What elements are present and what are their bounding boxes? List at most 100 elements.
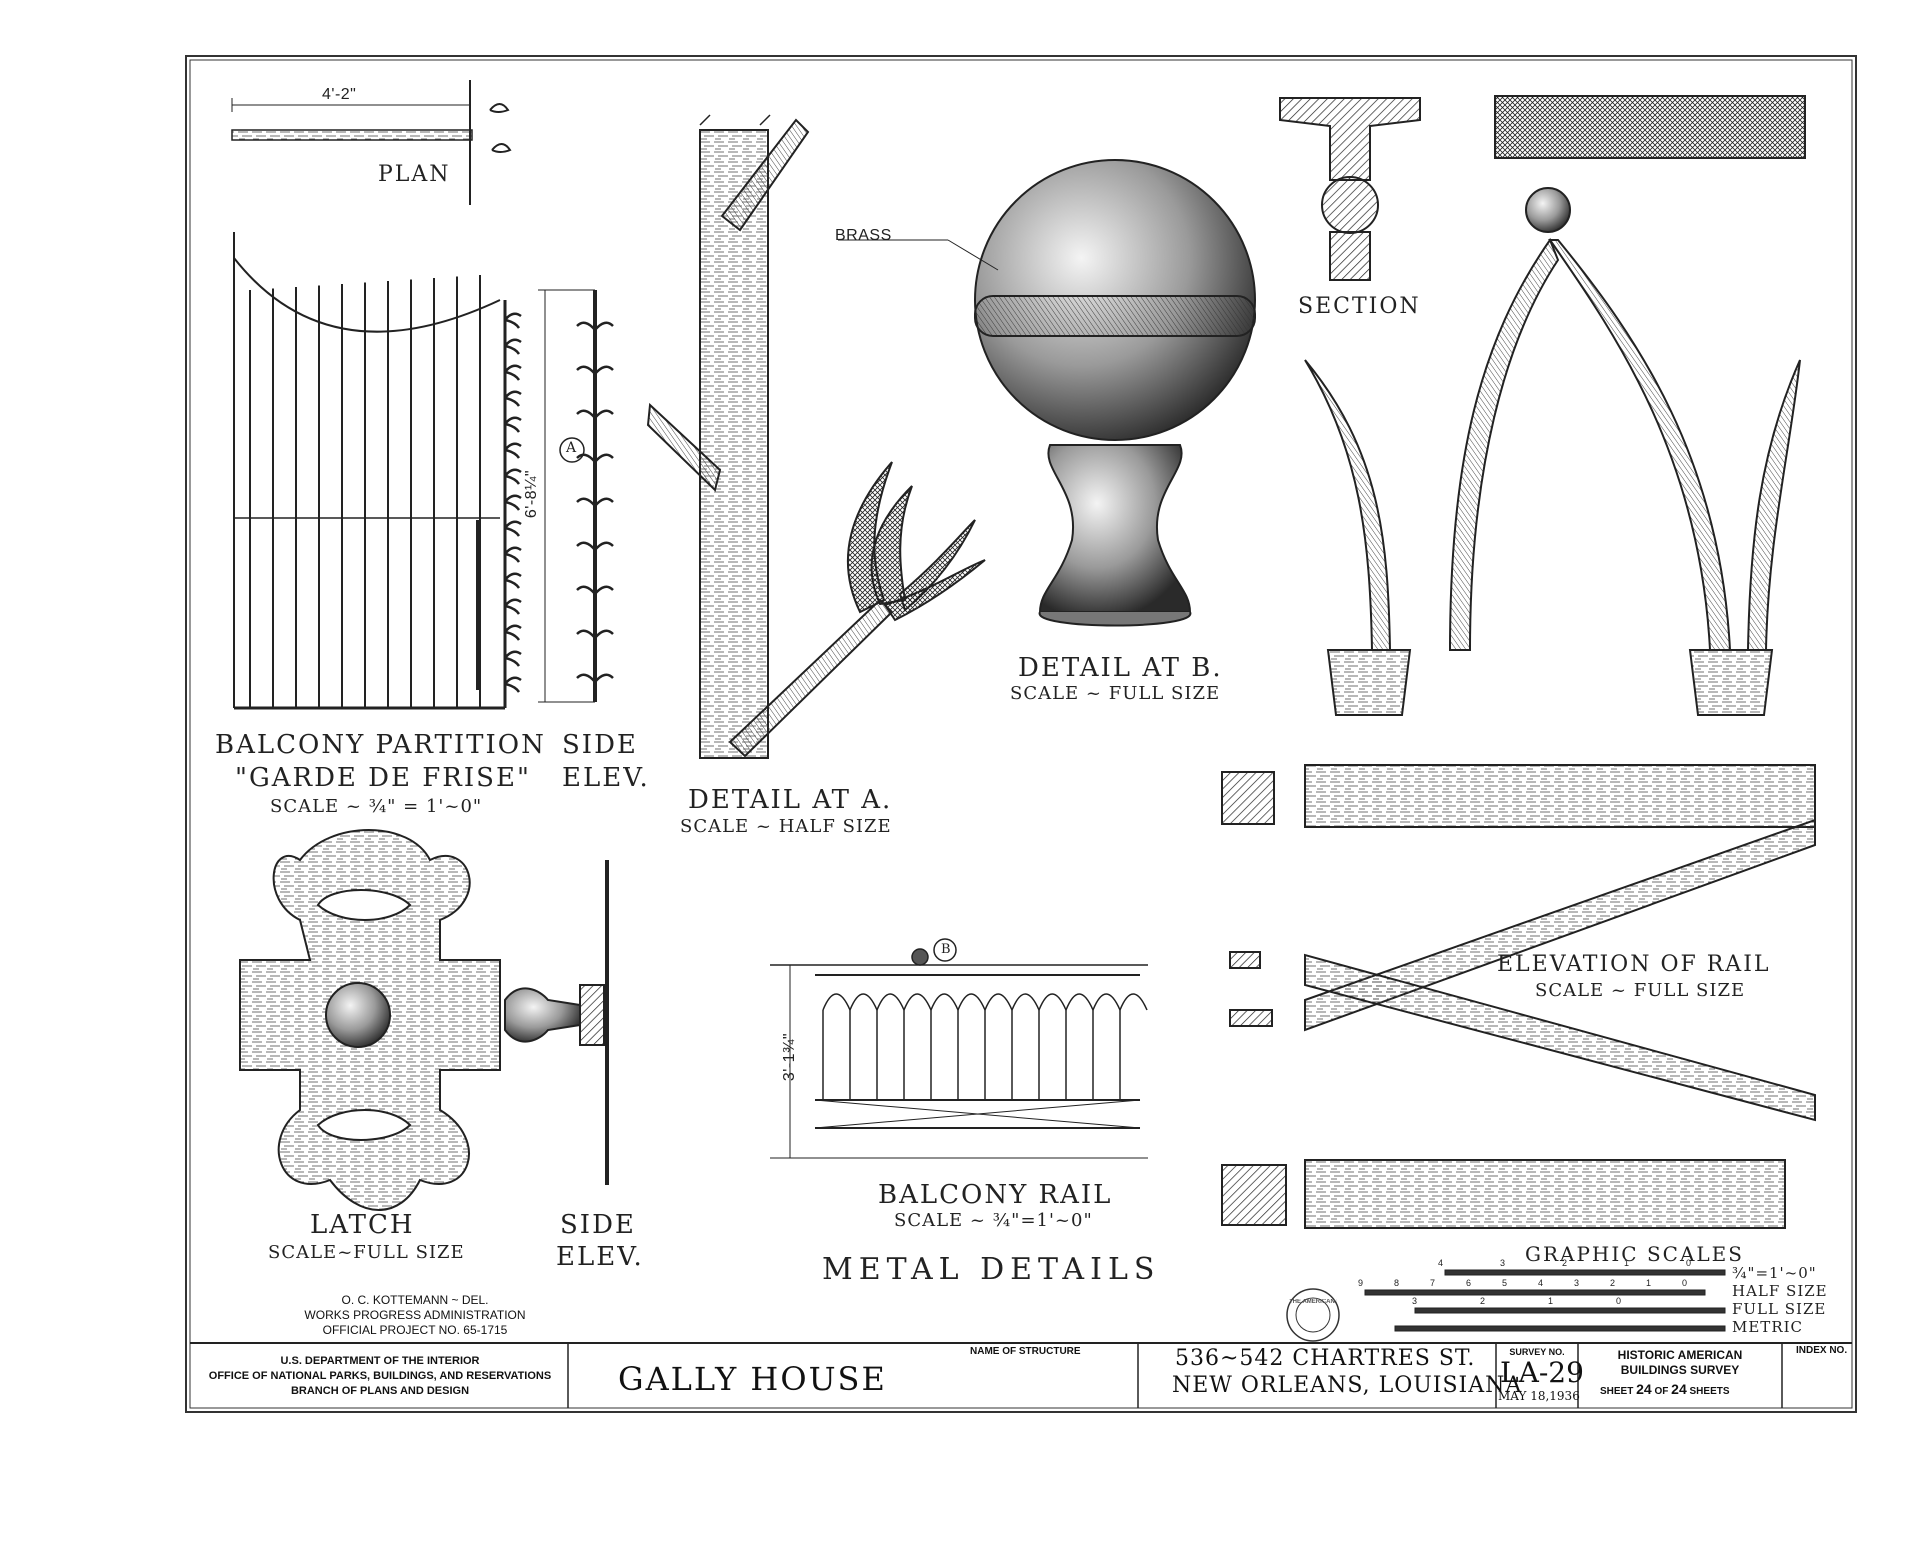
inner-border [189, 59, 1853, 1409]
dept-block: U.S. DEPARTMENT OF THE INTERIOR OFFICE O… [196, 1354, 564, 1399]
partition-spike [504, 442, 522, 459]
partition-spike [504, 624, 522, 641]
partition-spike [504, 416, 522, 433]
detail-a-scale: SCALE ~ HALF SIZE [680, 816, 892, 837]
rail-arch [876, 993, 905, 1011]
rail-arch [1119, 993, 1148, 1011]
side-spike [576, 409, 614, 419]
detail-a-title: DETAIL AT A. [688, 785, 893, 815]
side-spike [576, 629, 614, 639]
partition-spike [504, 390, 522, 407]
rail-arch [1011, 993, 1040, 1011]
elevation-rail-scale: SCALE ~ FULL SIZE [1535, 980, 1746, 1001]
side-elev-title-2: ELEV. [562, 763, 650, 793]
graphic-scale-tick: 3 [1412, 1296, 1418, 1306]
credits-delineator: O. C. KOTTEMANN ~ DEL. [341, 1293, 489, 1307]
rail-arch [822, 993, 851, 1011]
latch-side-elev-1: SIDE [560, 1210, 636, 1240]
rail-balusters [822, 993, 1148, 1100]
rail-arch [1065, 993, 1094, 1011]
graphic-scale-tick: 4 [1538, 1278, 1544, 1288]
sheet-total: 24 [1671, 1381, 1687, 1397]
credits-wpa: WORKS PROGRESS ADMINISTRATION [304, 1308, 526, 1322]
side-elev-title-1: SIDE [562, 730, 638, 760]
partition-spike [504, 676, 522, 693]
dim-width: 4'-2" [322, 86, 357, 103]
graphic-scale-tick: 0 [1686, 1258, 1692, 1268]
marker-a: A [566, 440, 578, 456]
aia-seal [1286, 1288, 1340, 1342]
graphic-scale-full: FULL SIZE [1732, 1300, 1827, 1318]
outer-border [185, 55, 1857, 1413]
dept-line-3: BRANCH OF PLANS AND DESIGN [290, 1385, 470, 1397]
graphic-scale-34: ¾"=1'~0" [1732, 1264, 1817, 1282]
partition-scale: SCALE ~ ¾" = 1'~0" [270, 796, 483, 817]
rail-arch [849, 993, 878, 1011]
partition-spike [504, 572, 522, 589]
marker-b: B [941, 942, 952, 957]
graphic-scale-tick: 1 [1646, 1278, 1652, 1288]
partition-spike [504, 338, 522, 355]
graphic-scale-tick: 3 [1500, 1258, 1506, 1268]
graphic-scale-tick: 5 [1502, 1278, 1508, 1288]
latch-side-elev-2: ELEV. [556, 1242, 644, 1272]
detail-b-title: DETAIL AT B. [1018, 653, 1223, 683]
side-spike [576, 497, 614, 507]
side-elevation-partition [538, 289, 614, 703]
graphic-scale-tick: 2 [1610, 1278, 1616, 1288]
address-line-2: NEW ORLEANS, LOUISIANA [1172, 1373, 1523, 1398]
graphic-scale-tick: 9 [1358, 1278, 1364, 1288]
detail-b-scale: SCALE ~ FULL SIZE [1010, 683, 1221, 704]
credits-project: OFFICIAL PROJECT NO. 65-1715 [322, 1323, 508, 1337]
dept-line-2: OFFICE OF NATIONAL PARKS, BUILDINGS, AND… [208, 1370, 552, 1382]
balcony-rail-drawing [770, 938, 1148, 1159]
graphic-scale-tick: 3 [1574, 1278, 1580, 1288]
latch-title: LATCH [310, 1210, 415, 1240]
sheet-count: SHEET 24 OF 24 SHEETS [1600, 1381, 1730, 1397]
side-spike [576, 673, 614, 683]
partition-spike [504, 312, 522, 329]
survey-number: LA-29 [1500, 1356, 1584, 1389]
dept-line-1: U.S. DEPARTMENT OF THE INTERIOR [280, 1355, 480, 1367]
elevation-rail-title: ELEVATION OF RAIL [1497, 952, 1771, 977]
rail-arch [903, 993, 932, 1011]
name-of-structure-label: NAME OF STRUCTURE [970, 1346, 1081, 1357]
dim-height: 6'-8¼" [523, 469, 541, 519]
rail-arch [1092, 993, 1121, 1011]
aia-seal-text: THE AMERICAN INSTITUTE OF ARCHITECTS [1289, 1299, 1337, 1305]
graphic-scale-tick: 6 [1466, 1278, 1472, 1288]
graphic-scales-title: GRAPHIC SCALES [1525, 1242, 1744, 1266]
partition-spike [504, 520, 522, 537]
graphic-scale-tick: 0 [1682, 1278, 1688, 1288]
side-spike [576, 453, 614, 463]
rail-arch [930, 993, 959, 1011]
rail-arch [957, 993, 986, 1011]
sheet-suffix: SHEETS [1689, 1386, 1730, 1397]
habs-block: HISTORIC AMERICAN BUILDINGS SURVEY [1580, 1348, 1780, 1378]
graphic-scale-tick: 7 [1430, 1278, 1436, 1288]
graphic-scales [1364, 1269, 1726, 1332]
latch-drawing [239, 829, 501, 1211]
partition-spike [504, 494, 522, 511]
rail-arch [1038, 993, 1067, 1011]
plan-label: PLAN [378, 162, 451, 187]
credits-block: O. C. KOTTEMANN ~ DEL. WORKS PROGRESS AD… [280, 1293, 550, 1338]
partition-spike [504, 598, 522, 615]
side-spike [576, 541, 614, 551]
graphic-scale-tick: 4 [1438, 1258, 1444, 1268]
partition-spike [504, 546, 522, 563]
side-spikes [576, 321, 614, 683]
latch-side-elevation [504, 860, 609, 1185]
detail-b-finial [838, 159, 1256, 627]
section-title: SECTION [1298, 294, 1421, 319]
structure-name: GALLY HOUSE [618, 1360, 887, 1398]
address-line-1: 536~542 CHARTRES ST. [1175, 1346, 1476, 1371]
graphic-scale-half: HALF SIZE [1732, 1282, 1828, 1300]
balcony-partition-drawing [233, 232, 522, 710]
detail-a-drawing [646, 114, 986, 759]
partition-spike [504, 650, 522, 667]
graphic-scale-tick: 0 [1616, 1296, 1622, 1306]
rail-elevation-drawing [1221, 95, 1816, 1229]
rail-arch [984, 993, 1013, 1011]
